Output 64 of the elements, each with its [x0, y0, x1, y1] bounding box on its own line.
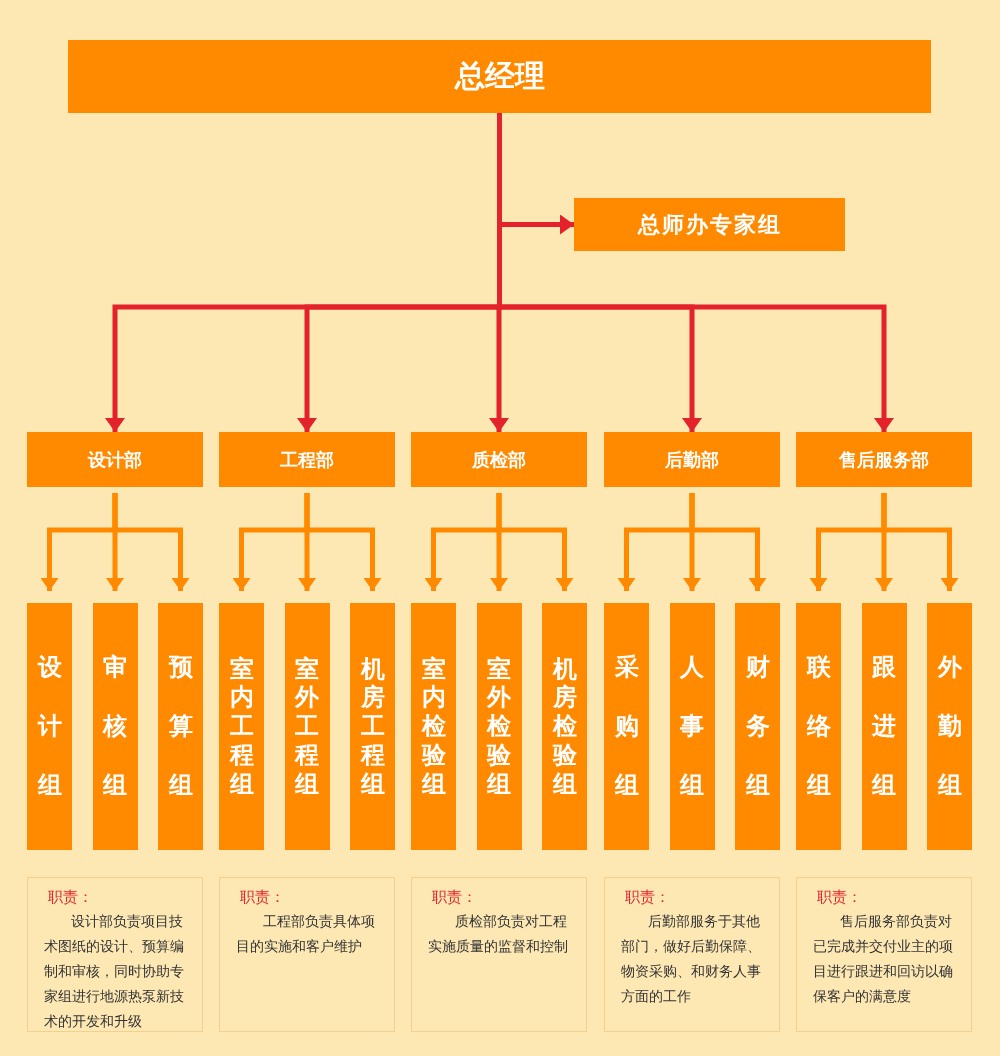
team-box	[350, 603, 395, 850]
team-box	[735, 603, 780, 850]
arrow	[304, 493, 382, 591]
team-box	[796, 603, 841, 850]
duty-text: 后勤部服务于其他部门，做好后勤保障、物资采购、和财务人事方面的工作	[621, 912, 762, 1006]
duty-heading: 职责：	[625, 888, 671, 907]
team-box	[92, 603, 138, 850]
team-label: 机房工程组	[360, 654, 385, 799]
arrow	[881, 493, 959, 591]
department-box	[219, 432, 395, 487]
office-box	[574, 198, 845, 251]
department-box	[604, 432, 780, 487]
team-label: 跟进组	[872, 652, 896, 801]
duty-card	[604, 877, 780, 1032]
team-box	[219, 603, 264, 850]
duty-heading: 职责：	[817, 888, 863, 907]
arrow	[496, 493, 574, 591]
duty-card	[27, 877, 203, 1032]
team-box	[27, 603, 72, 850]
box-label: 工程部	[280, 447, 334, 472]
duty-heading: 职责：	[432, 888, 478, 907]
duty-text: 售后服务部负责对已完成并交付业主的项目进行跟进和回访以确保客户的满意度	[813, 912, 954, 1006]
team-box	[411, 603, 456, 850]
arrow	[689, 493, 767, 591]
duty-text: 设计部负责项目技术图纸的设计、预算编制和审核，同时协助专家组进行地源热泵新技术的开发和升级	[44, 912, 185, 1031]
team-label: 联络组	[806, 652, 831, 801]
box-label: 售后服务部	[839, 447, 929, 472]
team-box	[476, 603, 522, 850]
duty-heading: 职责：	[48, 888, 94, 907]
department-box	[27, 432, 203, 487]
team-box	[158, 603, 203, 850]
team-label: 机房检验组	[552, 654, 577, 799]
team-label: 审核组	[103, 652, 127, 801]
box-label: 质检部	[472, 447, 526, 472]
team-box	[927, 603, 972, 850]
duty-text: 工程部负责具体项目的实施和客户维护	[236, 912, 376, 956]
box-label: 总师办专家组	[637, 210, 782, 239]
team-label: 外勤组	[937, 652, 962, 801]
team-label: 预算组	[168, 652, 193, 801]
team-box	[604, 603, 649, 850]
team-label: 室内工程组	[229, 654, 254, 799]
team-label: 设计组	[37, 652, 62, 801]
box-label: 后勤部	[665, 447, 719, 472]
team-box	[542, 603, 587, 850]
team-box	[284, 603, 330, 850]
team-label: 室外检验组	[487, 654, 511, 799]
team-label: 室内检验组	[421, 654, 446, 799]
duty-card	[796, 877, 972, 1032]
team-label: 采购组	[614, 652, 639, 801]
arrow	[112, 493, 190, 591]
duty-heading: 职责：	[240, 888, 286, 907]
department-box	[796, 432, 972, 487]
department-box	[411, 432, 587, 487]
duty-card	[219, 877, 395, 1032]
team-label: 人事组	[680, 652, 704, 801]
duty-text: 质检部负责对工程实施质量的监督和控制	[428, 912, 569, 956]
team-box	[669, 603, 715, 850]
team-label: 室外工程组	[295, 654, 319, 799]
box-label: 总经理	[454, 57, 545, 95]
team-label: 财务组	[745, 652, 770, 801]
team-box	[861, 603, 907, 850]
duty-card	[411, 877, 587, 1032]
manager-box	[68, 40, 931, 113]
box-label: 设计部	[88, 447, 142, 472]
